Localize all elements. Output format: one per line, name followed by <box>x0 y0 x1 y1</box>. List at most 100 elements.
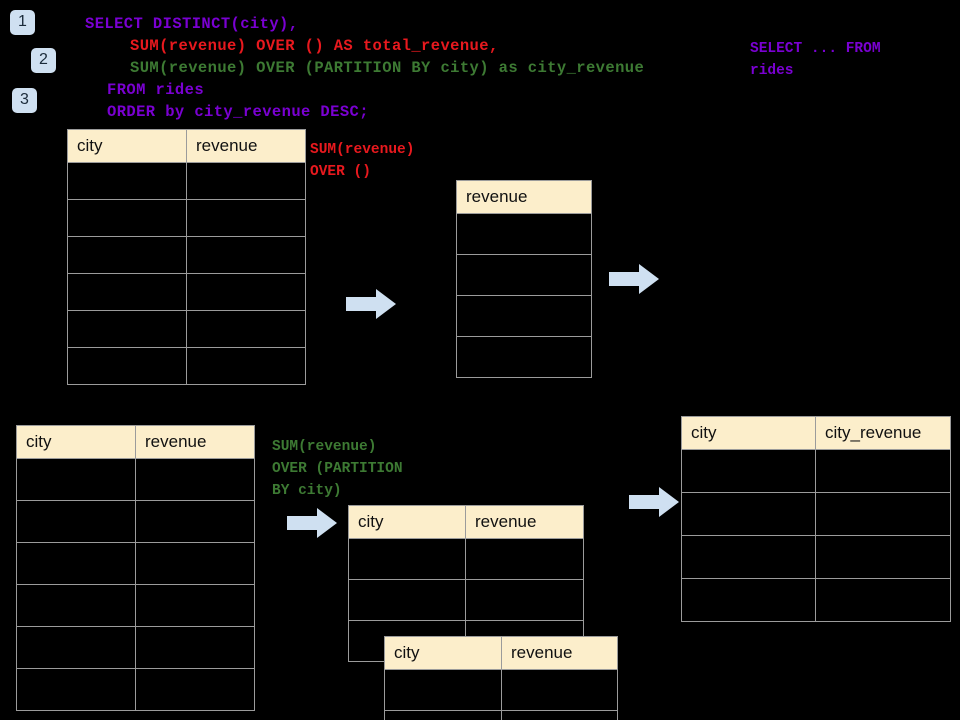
column-header-revenue: revenue <box>186 129 306 163</box>
cell-revenue <box>456 213 592 255</box>
table-header-row: city revenue <box>348 505 584 539</box>
cell-city <box>16 626 136 669</box>
sql-line-total-revenue: SUM(revenue) OVER () AS total_revenue, <box>130 37 499 55</box>
cell-city <box>67 310 187 348</box>
table-row <box>67 310 306 348</box>
cell-revenue <box>135 584 255 627</box>
table-header-row: city revenue <box>67 129 306 163</box>
table-header-row: city revenue <box>16 425 255 459</box>
cell-city <box>348 579 466 621</box>
cell-city-revenue <box>815 449 951 493</box>
sql-line-select-distinct: SELECT DISTINCT(city), <box>85 15 299 33</box>
table-row <box>384 710 618 720</box>
sql-line-order-by: ORDER by city_revenue DESC; <box>107 103 369 121</box>
table-row <box>681 578 951 622</box>
cell-revenue <box>186 273 306 311</box>
table-row <box>16 500 255 543</box>
table-header-row: city city_revenue <box>681 416 951 450</box>
cell-city <box>384 710 502 720</box>
cell-city-revenue <box>815 578 951 622</box>
column-header-revenue: revenue <box>135 425 255 459</box>
table-row <box>681 535 951 579</box>
table-row <box>67 199 306 237</box>
cell-revenue <box>186 162 306 200</box>
cell-city <box>67 273 187 311</box>
table-row <box>681 492 951 536</box>
column-header-city: city <box>348 505 466 539</box>
callout-source-select: SELECT ... FROM rides <box>750 41 881 79</box>
table-header-row: city revenue <box>384 636 618 670</box>
callout-city-revenue: SUM(revenue) OVER (PARTITION BY city) <box>272 439 403 499</box>
table-row <box>456 254 592 296</box>
column-header-city: city <box>681 416 816 450</box>
table-row <box>16 542 255 585</box>
table-row <box>456 213 592 255</box>
table-total-revenue-result: revenue <box>456 180 592 378</box>
cell-city <box>67 162 187 200</box>
cell-revenue <box>501 669 618 711</box>
cell-city <box>681 492 816 536</box>
cell-city-revenue <box>815 492 951 536</box>
cell-city <box>681 578 816 622</box>
cell-revenue <box>456 254 592 296</box>
table-row <box>67 236 306 274</box>
cell-city <box>681 535 816 579</box>
cell-city <box>16 458 136 501</box>
cell-revenue <box>135 626 255 669</box>
cell-city <box>16 542 136 585</box>
table-row <box>16 458 255 501</box>
table-final-result: city city_revenue <box>681 416 951 622</box>
table-rides-source-bottom: city revenue <box>16 425 255 711</box>
cell-revenue <box>186 310 306 348</box>
cell-revenue <box>456 295 592 337</box>
table-row <box>67 347 306 385</box>
column-header-revenue: revenue <box>456 180 592 214</box>
cell-city <box>348 538 466 580</box>
cell-revenue <box>186 199 306 237</box>
table-row <box>67 273 306 311</box>
cell-city <box>16 584 136 627</box>
cell-revenue <box>135 542 255 585</box>
column-header-revenue: revenue <box>465 505 584 539</box>
sql-line-from: FROM rides <box>107 81 205 99</box>
table-row <box>348 579 584 621</box>
sql-line-city-revenue: SUM(revenue) OVER (PARTITION BY city) as… <box>130 59 645 77</box>
cell-city <box>16 500 136 543</box>
arrow-source-to-total-icon <box>346 289 396 319</box>
cell-revenue <box>186 347 306 385</box>
table-row <box>384 669 618 711</box>
cell-city <box>67 347 187 385</box>
table-row <box>16 584 255 627</box>
column-header-city: city <box>67 129 187 163</box>
cell-revenue <box>465 538 584 580</box>
table-rides-source-top: city revenue <box>67 129 306 385</box>
column-header-city: city <box>16 425 136 459</box>
table-row <box>348 538 584 580</box>
cell-revenue <box>465 579 584 621</box>
column-header-city: city <box>384 636 502 670</box>
cell-city <box>681 449 816 493</box>
cell-revenue <box>135 458 255 501</box>
table-row <box>456 336 592 378</box>
table-row <box>67 162 306 200</box>
arrow-source-to-partition-icon <box>287 508 337 538</box>
cell-city <box>16 668 136 711</box>
callout-total-revenue: SUM(revenue) OVER () <box>310 142 415 180</box>
cell-revenue <box>456 336 592 378</box>
arrow-partition-to-final-icon <box>629 487 679 517</box>
table-row <box>681 449 951 493</box>
table-partition-group-front: city revenue <box>384 636 618 720</box>
cell-revenue <box>135 500 255 543</box>
table-header-row: revenue <box>456 180 592 214</box>
column-header-revenue: revenue <box>501 636 618 670</box>
step-badge-2: 2 <box>31 48 56 73</box>
cell-city <box>384 669 502 711</box>
cell-revenue <box>501 710 618 720</box>
cell-city <box>67 199 187 237</box>
arrow-total-to-right-icon <box>609 264 659 294</box>
cell-city <box>67 236 187 274</box>
cell-revenue <box>186 236 306 274</box>
cell-revenue <box>135 668 255 711</box>
table-row <box>16 626 255 669</box>
